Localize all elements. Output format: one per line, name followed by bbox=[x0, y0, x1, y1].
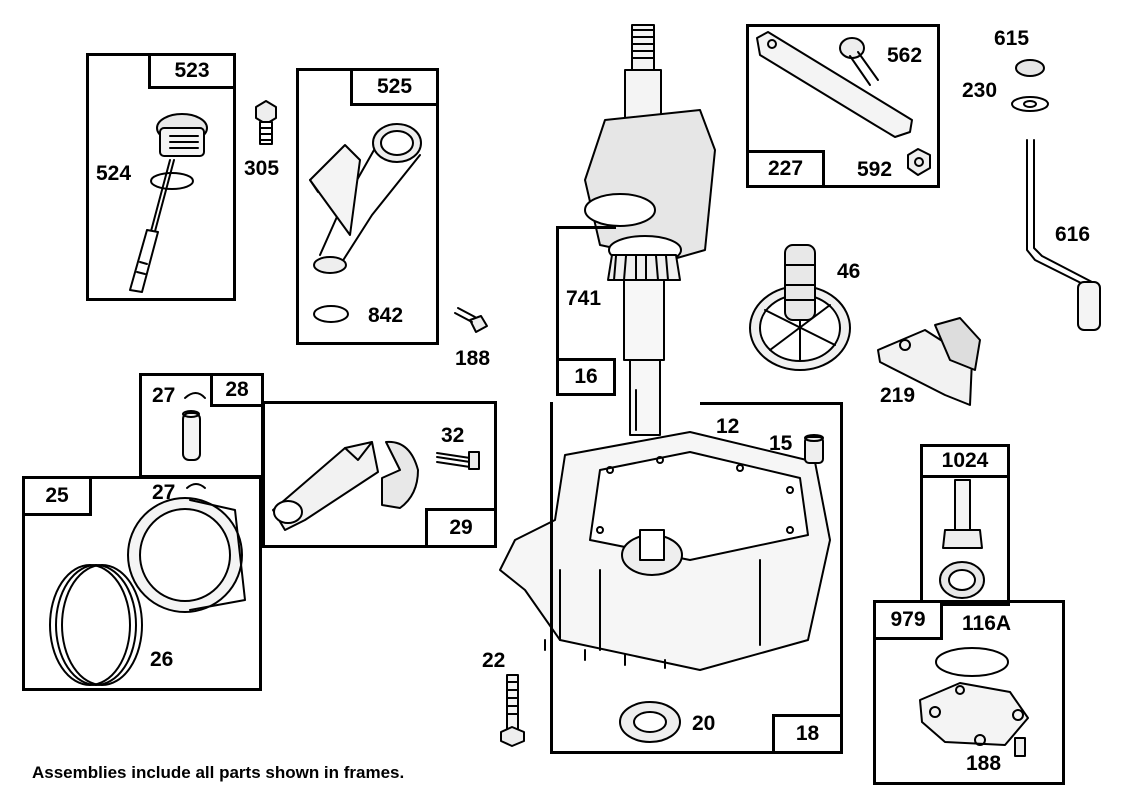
label-562: 562 bbox=[887, 44, 923, 67]
label-305: 305 bbox=[244, 157, 280, 180]
frame-979 bbox=[873, 600, 1065, 785]
frame-18 bbox=[550, 402, 843, 754]
frame-29 bbox=[262, 401, 497, 548]
label-524: 524 bbox=[96, 162, 132, 185]
frame-tag-25: 25 bbox=[22, 476, 92, 516]
governor-shaft-drawing bbox=[1012, 60, 1100, 330]
piston-and-rings-drawing bbox=[50, 484, 245, 685]
label-12: 12 bbox=[716, 415, 740, 438]
frame-tag-18: 18 bbox=[772, 714, 843, 754]
crankshaft-drawing bbox=[585, 25, 715, 435]
engine-sump-drawing bbox=[500, 432, 830, 670]
bolt-22-drawing bbox=[501, 675, 524, 746]
label-22: 22 bbox=[482, 649, 506, 672]
label-20: 20 bbox=[692, 712, 716, 735]
frame-18-top-edge bbox=[700, 402, 843, 405]
frame-tag-16: 16 bbox=[556, 358, 616, 396]
label-27-lower: 27 bbox=[152, 481, 176, 504]
label-230: 230 bbox=[962, 79, 998, 102]
bolt-188-upper-drawing bbox=[455, 308, 487, 332]
oil-pump-drawing bbox=[940, 480, 984, 598]
label-188-upper: 188 bbox=[455, 347, 491, 370]
frame-tag-1024: 1024 bbox=[920, 444, 1010, 478]
label-188-lower: 188 bbox=[966, 752, 1002, 775]
governor-lever-drawing bbox=[757, 32, 930, 175]
frame-tag-523: 523 bbox=[148, 53, 236, 89]
plug-15-drawing bbox=[805, 435, 823, 463]
frame-tag-28: 28 bbox=[210, 373, 264, 407]
label-116a: 116A bbox=[962, 612, 1012, 635]
frame-25 bbox=[22, 476, 262, 691]
frame-tag-979: 979 bbox=[873, 600, 943, 640]
oil-fill-tube-drawing bbox=[310, 124, 421, 322]
label-46: 46 bbox=[837, 260, 861, 283]
label-616: 616 bbox=[1055, 223, 1091, 246]
connecting-rod-drawing bbox=[273, 442, 479, 530]
label-32: 32 bbox=[441, 424, 465, 447]
oil-seal-drawing bbox=[620, 702, 680, 742]
diagram-caption: Assemblies include all parts shown in fr… bbox=[32, 763, 405, 782]
oil-pump-cover-drawing bbox=[920, 648, 1028, 756]
bolt-305-drawing bbox=[256, 101, 276, 144]
frame-227 bbox=[746, 24, 940, 188]
piston-pin-drawing bbox=[183, 393, 205, 460]
label-842: 842 bbox=[368, 304, 404, 327]
label-15: 15 bbox=[769, 432, 793, 455]
camshaft-gear-drawing bbox=[750, 245, 850, 370]
dipstick-drawing bbox=[130, 114, 207, 292]
label-741: 741 bbox=[566, 287, 602, 310]
frame-tag-525: 525 bbox=[350, 68, 439, 106]
label-219: 219 bbox=[880, 384, 916, 407]
frame-tag-29: 29 bbox=[425, 508, 497, 548]
frame-tag-227: 227 bbox=[746, 150, 825, 188]
governor-assembly-drawing bbox=[878, 318, 980, 405]
label-592: 592 bbox=[857, 158, 893, 181]
label-615: 615 bbox=[994, 27, 1030, 50]
label-26: 26 bbox=[150, 648, 174, 671]
label-27-upper: 27 bbox=[152, 384, 176, 407]
